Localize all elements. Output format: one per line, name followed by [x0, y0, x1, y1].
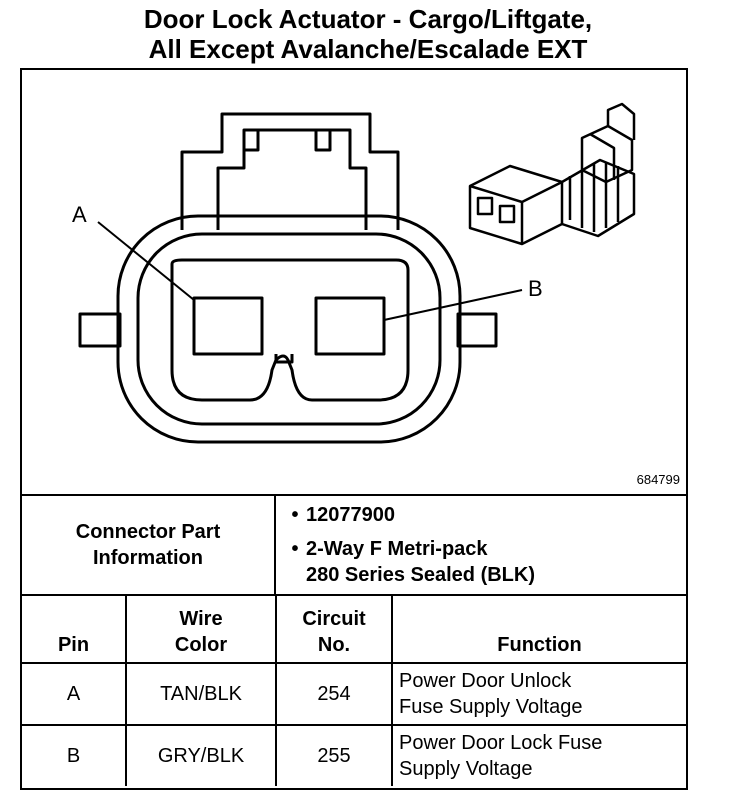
title-line-2: All Except Avalanche/Escalade EXT	[148, 34, 588, 64]
latch-slot	[242, 130, 332, 152]
center-divider	[274, 354, 294, 364]
header-function: Function	[391, 594, 686, 664]
leader-line-b	[383, 289, 523, 321]
connector-frame: A B 684799 Connector Part Information • …	[20, 68, 688, 790]
connector-part-label: Connector Part Information	[22, 496, 276, 594]
right-side-tab	[456, 312, 498, 348]
part-number-item: • 12077900	[284, 502, 684, 528]
connector-inner-shell	[136, 232, 442, 426]
circuit-cell: 254	[275, 662, 393, 726]
wire-color-cell: TAN/BLK	[125, 662, 277, 726]
part-number: 12077900	[306, 504, 395, 526]
latch-housing	[180, 112, 400, 230]
pin-label-b: B	[528, 276, 543, 301]
pin-cell: B	[22, 724, 127, 786]
title-line-1: Door Lock Actuator - Cargo/Liftgate,	[143, 4, 593, 34]
connector-part-label-line-2: Information	[93, 547, 203, 569]
terminal-cavity-a	[192, 296, 264, 356]
terminal-cavity-b	[314, 296, 386, 356]
header-pin: Pin	[22, 594, 127, 664]
connector-part-info-row: Connector Part Information • 12077900 • …	[22, 494, 686, 594]
cavity-outline	[170, 258, 410, 402]
connector-description-line-1: 2-Way F Metri-pack	[306, 538, 488, 560]
diagram-title: Door Lock Actuator - Cargo/Liftgate, All…	[0, 4, 736, 64]
latch-inner	[216, 128, 368, 230]
bullet-marker: •	[291, 538, 299, 560]
left-side-tab	[78, 312, 122, 348]
leader-line-a	[97, 221, 195, 301]
connector-outer-shell	[116, 214, 462, 444]
wire-color-cell: GRY/BLK	[125, 724, 277, 786]
connector-part-details: • 12077900 • 2-Way F Metri-pack 280 Seri…	[284, 502, 684, 588]
figure-number: 684799	[636, 472, 680, 487]
pin-cell: A	[22, 662, 127, 726]
connector-face-drawing: A B	[72, 102, 636, 444]
connector-part-label-line-1: Connector Part	[75, 521, 221, 543]
circuit-cell: 255	[275, 724, 393, 786]
connector-description-line-2: 280 Series Sealed (BLK)	[306, 564, 535, 586]
bullet-marker: •	[291, 504, 299, 526]
connector-description-item: • 2-Way F Metri-pack 280 Series Sealed (…	[284, 536, 684, 588]
connector-perspective-illustration	[468, 102, 636, 246]
pin-label-a: A	[72, 202, 87, 227]
